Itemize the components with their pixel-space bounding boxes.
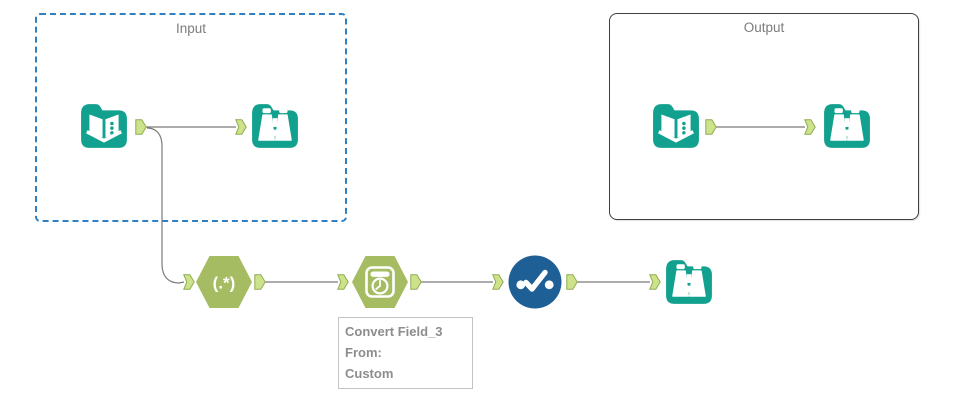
annotation-line: Custom — [345, 365, 394, 381]
binoculars-icon — [666, 260, 712, 304]
input-anchor[interactable] — [492, 274, 504, 290]
open-book-icon — [653, 104, 699, 148]
container-label: Input — [175, 21, 207, 36]
regex-tool[interactable]: (.*) — [195, 255, 253, 309]
tool-annotation[interactable]: Convert Field_3 From: Custom — [338, 317, 473, 389]
checkmark-dots-icon — [508, 255, 562, 309]
regex-pattern-text: (.*) — [213, 274, 236, 293]
container-label: Output — [743, 20, 785, 35]
output-anchor[interactable] — [705, 119, 717, 135]
output-anchor[interactable] — [566, 274, 578, 290]
output-anchor[interactable] — [254, 274, 266, 290]
input-anchor[interactable] — [337, 274, 349, 290]
clock-calendar-icon — [352, 256, 408, 308]
connector-input-to-regex[interactable] — [146, 127, 185, 284]
browse-tool[interactable] — [250, 101, 300, 151]
annotation-line: Convert Field_3 — [345, 324, 443, 339]
tool-container-output[interactable]: Output — [609, 13, 919, 220]
browse-tool[interactable] — [822, 101, 872, 151]
input-anchor[interactable] — [183, 274, 195, 290]
datetime-tool[interactable] — [351, 255, 409, 309]
input-anchor[interactable] — [235, 119, 247, 135]
input-data-tool[interactable] — [651, 101, 701, 151]
binoculars-icon — [252, 104, 298, 148]
regex-icon: (.*) — [196, 256, 252, 308]
input-anchor[interactable] — [649, 274, 661, 290]
binoculars-icon — [824, 104, 870, 148]
output-anchor[interactable] — [410, 274, 422, 290]
select-tool[interactable] — [508, 255, 562, 309]
tool-container-input[interactable]: Input — [35, 13, 347, 222]
input-data-tool[interactable] — [79, 101, 129, 151]
open-book-icon — [81, 104, 127, 148]
annotation-line: From: — [345, 344, 382, 360]
input-anchor[interactable] — [804, 119, 816, 135]
browse-tool[interactable] — [664, 257, 714, 307]
output-anchor[interactable] — [135, 119, 147, 135]
